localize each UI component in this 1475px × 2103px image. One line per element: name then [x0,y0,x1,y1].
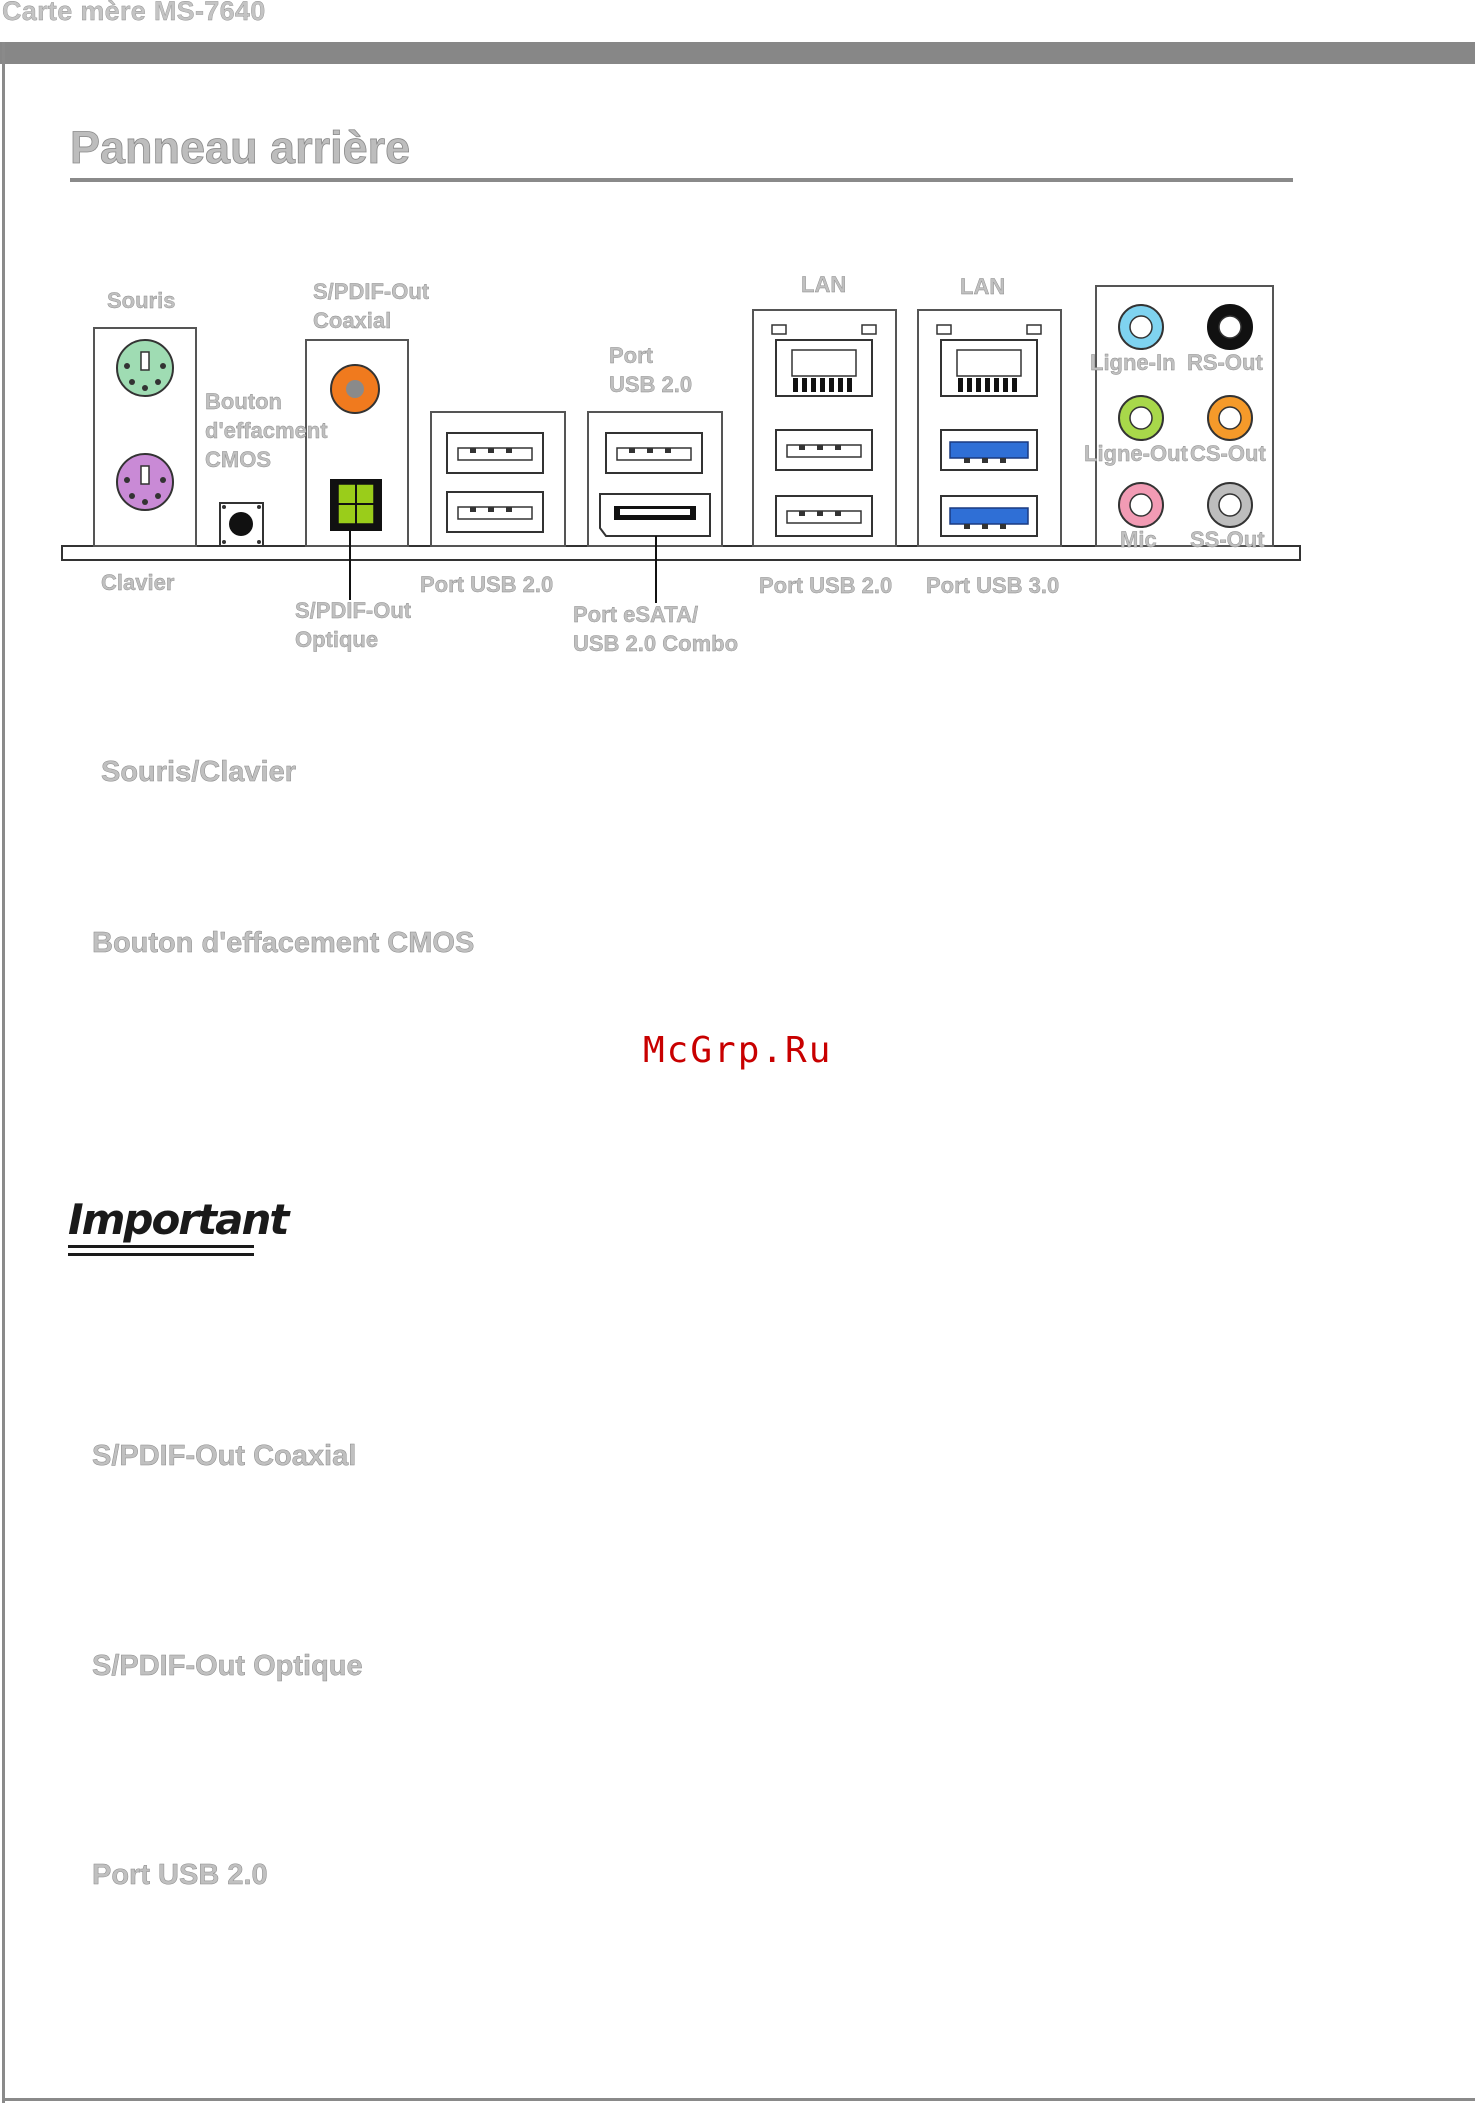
cs-out-jack-icon [1207,395,1253,441]
keyboard-port-icon [116,453,174,511]
label-clavier: Clavier [101,570,175,595]
label-bouton-cmos: Bouton d'effacment CMOS [205,389,328,472]
watermark: McGrp.Ru [643,1030,833,1071]
usb-port-icon [446,432,544,474]
label-lan-1: LAN [801,272,847,297]
mic-jack-icon [1118,482,1164,528]
running-header: Carte mère MS-7640 [2,0,266,26]
label-ligne-in: Ligne-In [1090,350,1176,375]
line-out-jack-icon [1118,395,1164,441]
lan-port-icon [771,324,877,397]
usb-port-icon [775,429,873,471]
lan-port-icon [936,324,1042,397]
label-port-usb20-b: Port USB 2.0 [759,573,893,598]
rs-out-jack-icon [1207,304,1253,350]
lan-usb30-block [917,309,1062,547]
back-panel-diagram [61,285,1301,603]
subheading-spdif-optique: S/PDIF-Out Optique [92,1650,363,1683]
usb-port-icon [605,432,703,474]
label-port-esata: Port eSATA/ USB 2.0 Combo [573,602,739,656]
label-port-usb20-a: Port USB 2.0 [420,572,554,597]
mouse-port-icon [116,339,174,397]
label-ligne-out: Ligne-Out [1084,441,1188,466]
important-underline [68,1253,254,1256]
spdif-block [305,339,409,600]
label-port-usb30: Port USB 3.0 [926,573,1060,598]
usb-port-icon [446,491,544,533]
label-mic: Mic [1120,527,1157,552]
label-spdif-optique: S/PDIF-Out Optique [295,598,412,652]
section-title: Panneau arrière [70,122,411,174]
important-callout: Important [68,1195,289,1259]
clear-cmos-button-icon [219,502,264,547]
section-title-rule [70,178,1293,182]
label-spdif-coaxial: S/PDIF-Out Coaxial [313,279,430,333]
label-cs-out: CS-Out [1190,441,1266,466]
left-margin-rule [2,42,5,2103]
ps2-port-block [93,327,197,547]
usb3-port-icon [940,429,1038,471]
usb3-port-icon [940,495,1038,537]
ss-out-jack-icon [1207,482,1253,528]
subheading-spdif-coaxial: S/PDIF-Out Coaxial [92,1440,357,1473]
subheading-bouton-cmos: Bouton d'effacement CMOS [92,927,475,960]
label-ss-out: SS-Out [1190,527,1265,552]
usb20-block-a [430,411,566,547]
label-souris: Souris [107,288,176,313]
bottom-rule [2,2098,1475,2101]
label-port-usb20-top: Port USB 2.0 [609,343,693,397]
spdif-coaxial-icon [330,364,380,414]
label-rs-out: RS-Out [1187,350,1263,375]
important-label: Important [68,1195,289,1244]
esata-port-icon [599,493,711,537]
lan-usb20-block [752,309,897,547]
label-lan-2: LAN [960,274,1006,299]
subheading-port-usb20: Port USB 2.0 [92,1859,268,1892]
header-bar [0,42,1475,64]
io-shield-rail [61,545,1301,561]
important-underline [68,1245,254,1248]
line-in-jack-icon [1118,304,1164,350]
audio-jack-block [1095,285,1274,547]
usb-esata-block [587,411,723,603]
subheading-souris-clavier: Souris/Clavier [101,756,297,789]
usb-port-icon [775,495,873,537]
spdif-optical-icon [330,479,382,531]
